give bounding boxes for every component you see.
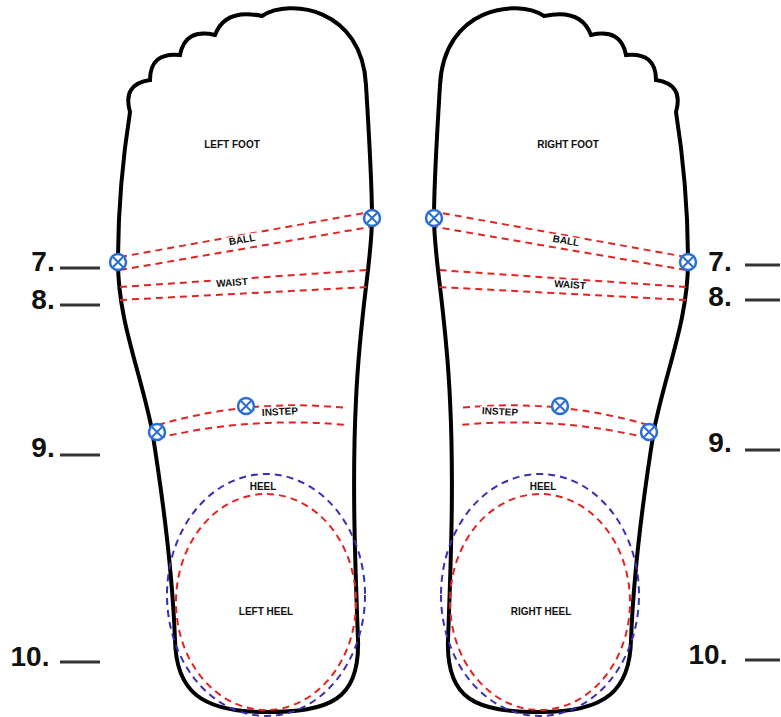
blank-lines: [60, 265, 780, 662]
callout-number: 8.: [708, 283, 731, 311]
part-name: INSTEP: [260, 406, 301, 418]
part-name: RIGHT FOOT: [535, 140, 601, 150]
part-name: RIGHT HEEL: [509, 607, 574, 617]
callout-number: 7.: [31, 248, 54, 276]
part-name: INSTEP: [480, 406, 521, 418]
part-name: LEFT FOOT: [202, 140, 262, 150]
callout-number: 8.: [31, 286, 54, 314]
right-foot-outline: [426, 8, 696, 716]
part-name: LEFT HEEL: [237, 607, 295, 617]
callout-number: 10.: [11, 643, 50, 671]
part-name: HEEL: [248, 482, 279, 492]
part-name: HEEL: [528, 482, 559, 492]
callout-number: 9.: [31, 434, 54, 462]
callout-number: 10.: [689, 641, 728, 669]
callout-number: 7.: [708, 248, 731, 276]
left-foot-outline: [110, 8, 380, 716]
callout-number: 9.: [708, 429, 731, 457]
